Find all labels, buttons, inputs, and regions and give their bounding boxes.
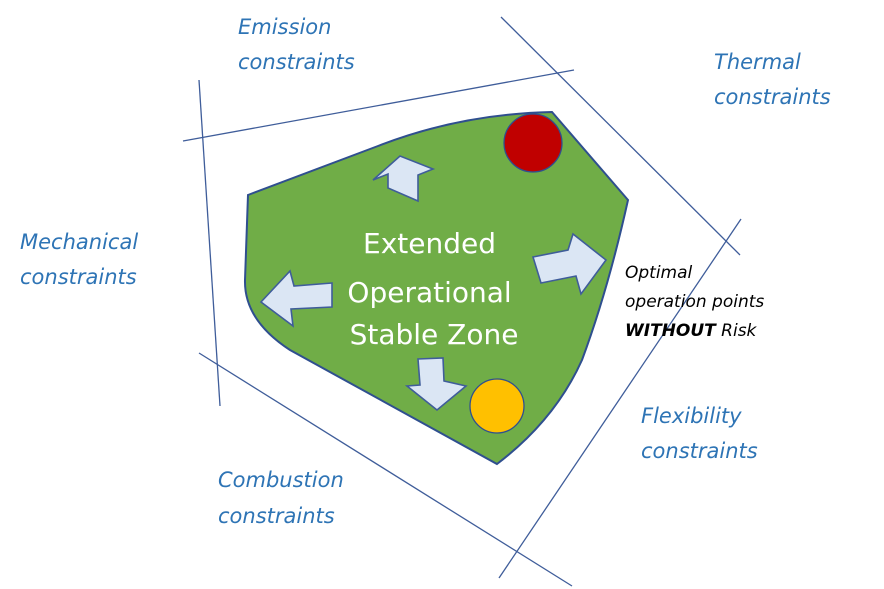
combustion-label-line-2: constraints [218,504,335,528]
flexibility-label-line-1: Flexibility [641,404,742,428]
flexibility-constraints-label: Flexibility constraints [641,404,758,463]
emission-label-line-2: constraints [238,50,355,74]
zone-title-line-2: Operational [347,276,511,309]
arrow-down [404,357,468,412]
note-line-2: operation points [625,292,764,312]
combustion-constraint-line [198,352,573,587]
warning-point-amber [469,378,525,434]
emission-constraints-label: Emission constraints [238,15,355,74]
note-line-1: Optimal [625,263,693,283]
stable-zone-shape [243,110,630,466]
combustion-constraints-label: Combustion constraints [218,468,350,528]
thermal-label-line-1: Thermal [714,50,801,74]
thermal-label-line-2: constraints [714,85,831,109]
zone-title-line-3: Stable Zone [350,318,519,351]
mechanical-label-line-1: Mechanical [20,230,138,254]
flexibility-label-line-2: constraints [641,439,758,463]
note-line-3: WITHOUT Risk [625,321,758,341]
emission-constraint-line [182,69,575,142]
note-risk-text: Risk [716,321,758,341]
arrow-left [259,269,333,328]
flexibility-constraint-line [498,218,742,579]
combustion-label-line-1: Combustion [218,468,344,492]
mechanical-constraints-label: Mechanical constraints [20,230,145,289]
thermal-constraints-label: Thermal constraints [714,50,831,109]
emission-label-line-1: Emission [238,15,331,39]
zone-title-line-1: Extended [363,227,496,260]
arrow-up [372,155,436,203]
optimal-points-note: Optimal operation points WITHOUT Risk [625,263,770,341]
zone-title: Extended Operational Stable Zone [347,227,520,351]
arrow-right [531,232,608,296]
note-without-emphasis: WITHOUT [625,321,717,341]
risk-point-red [503,113,563,173]
mechanical-label-line-2: constraints [20,265,137,289]
thermal-constraint-line [500,16,741,256]
mechanical-constraint-line [198,79,221,407]
